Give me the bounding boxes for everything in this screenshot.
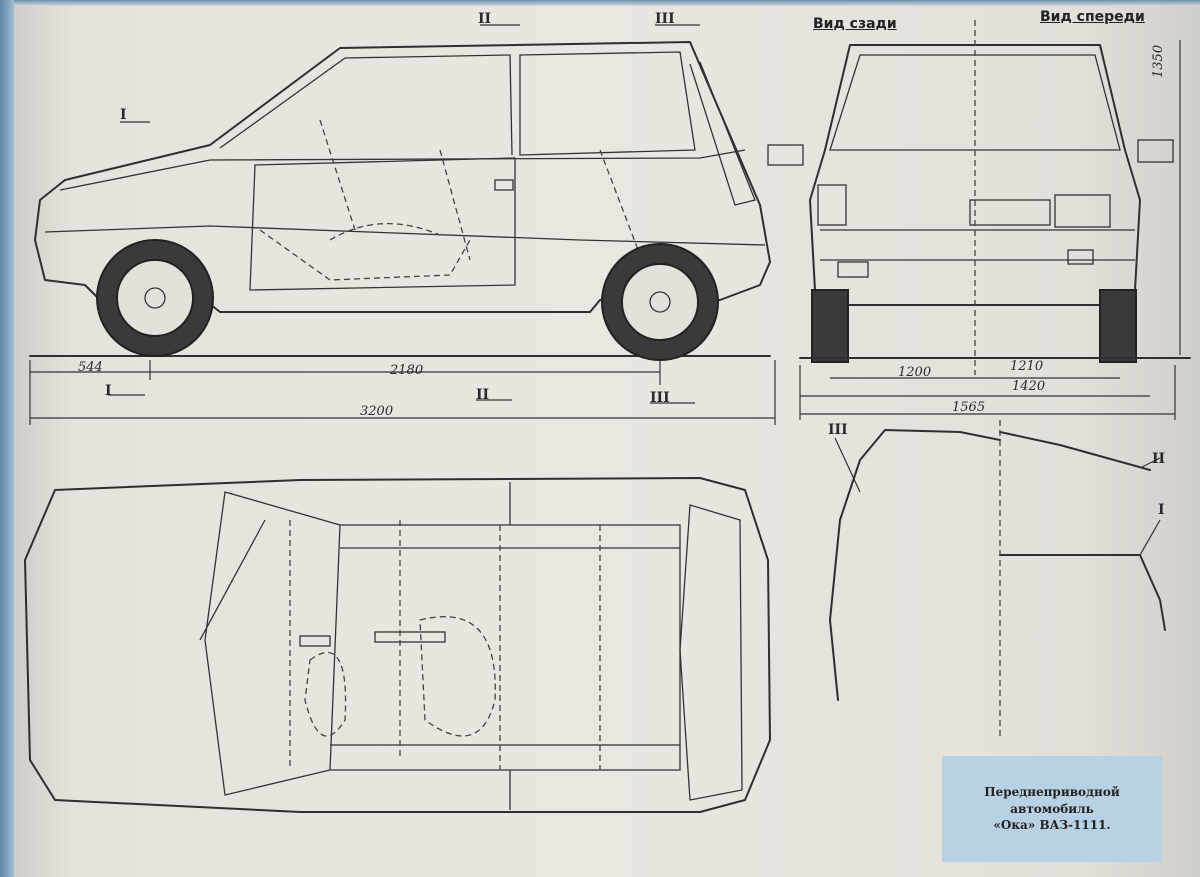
front-rear-view: [767, 20, 1191, 420]
profile-mark-three: III: [828, 422, 848, 438]
section-mark-three-top: III: [655, 11, 675, 27]
side-dimension-lines: [29, 24, 776, 425]
front-track-label: 1210: [1010, 359, 1044, 374]
section-mark-one-bottom: I: [105, 383, 112, 399]
caption-line-3: «Ока» ВАЗ-1111.: [993, 818, 1111, 833]
rear-view-header: Вид сзади: [813, 16, 897, 32]
top-view: [24, 477, 771, 813]
section-mark-three-bottom: III: [650, 390, 670, 406]
section-mark-two-bottom: II: [476, 387, 490, 403]
rear-track-label: 1200: [898, 365, 932, 380]
profile-mark-one: I: [1158, 502, 1165, 518]
overall-length-label: 3200: [360, 404, 394, 419]
front-view-header: Вид спереди: [1040, 9, 1145, 25]
caption-line-2: автомобиль: [1010, 801, 1094, 816]
profile-mark-two: II: [1152, 451, 1166, 467]
caption-line-1: Переднеприводной: [984, 784, 1120, 799]
section-mark-two-top: II: [478, 11, 492, 27]
section-mark-one-top: I: [120, 107, 127, 123]
side-front-wheel: [96, 239, 214, 357]
width-mirrors-label: 1420: [1012, 379, 1046, 394]
front-overhang-label: 544: [78, 360, 103, 375]
overall-width-label: 1565: [952, 400, 986, 415]
side-rear-wheel: [601, 243, 719, 361]
caption-box: Переднеприводной автомобиль «Ока» ВАЗ-11…: [942, 756, 1162, 862]
wheelbase-label: 2180: [390, 363, 424, 378]
section-profiles: [829, 420, 1166, 740]
height-label: 1350: [1151, 44, 1166, 78]
